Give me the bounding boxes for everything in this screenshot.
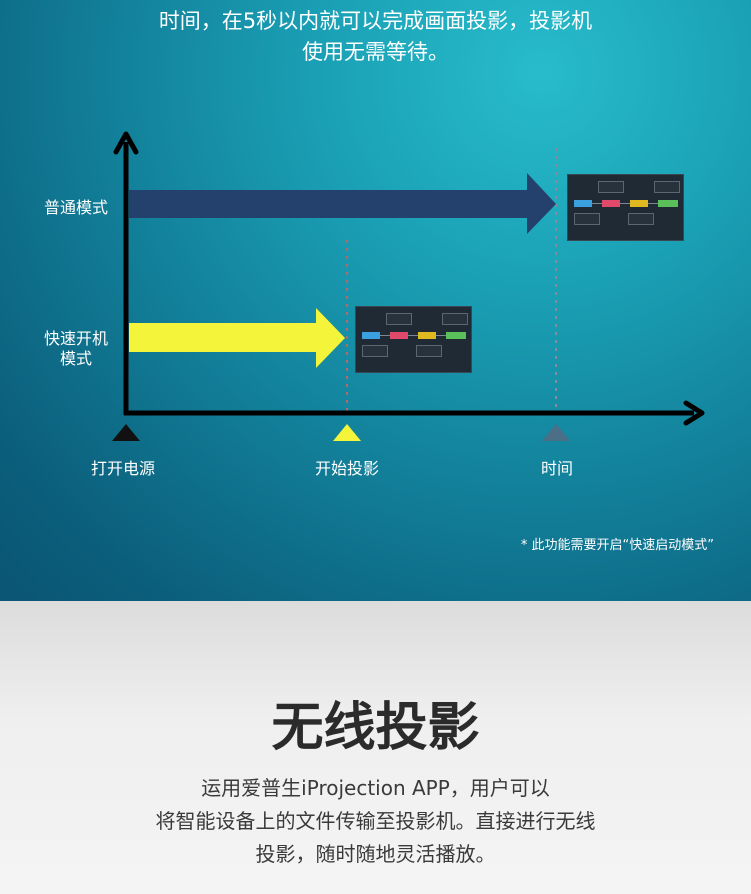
normal-mode-arrow bbox=[129, 173, 556, 234]
top-panel: 时间，在5秒以内就可以完成画面投影，投影机 使用无需等待。 普通模式 快速开机 … bbox=[0, 0, 751, 601]
projected-screen-thumbnail-normal bbox=[567, 174, 684, 241]
intro-line-1: 时间，在5秒以内就可以完成画面投影，投影机 bbox=[158, 9, 593, 33]
intro-line-2: 使用无需等待。 bbox=[302, 40, 449, 64]
desc-line-3: 投影，随时随地灵活播放。 bbox=[255, 842, 496, 866]
y-axis-arrowhead bbox=[113, 131, 139, 155]
label-time: 时间 bbox=[540, 459, 573, 478]
wireless-projection-section: 无线投影 运用爱普生iProjection APP，用户可以 将智能设备上的文件… bbox=[0, 601, 751, 894]
section-description: 运用爱普生iProjection APP，用户可以 将智能设备上的文件传输至投影… bbox=[0, 772, 751, 871]
timeline-diagram bbox=[112, 131, 705, 441]
desc-line-1: 运用爱普生iProjection APP，用户可以 bbox=[201, 776, 550, 800]
footnote: * 此功能需要开启“快速启动模式” bbox=[520, 538, 714, 553]
time-marker bbox=[542, 424, 570, 441]
power-on-marker bbox=[112, 424, 140, 441]
label-start-projection: 开始投影 bbox=[314, 459, 379, 478]
category-fast-mode-line-2: 模式 bbox=[59, 349, 92, 368]
section-title: 无线投影 bbox=[271, 698, 480, 758]
fast-mode-arrow bbox=[129, 308, 345, 368]
label-power-on: 打开电源 bbox=[90, 459, 155, 478]
desc-line-2: 将智能设备上的文件传输至投影机。直接进行无线 bbox=[155, 809, 596, 833]
category-fast-mode: 快速开机 模式 bbox=[30, 329, 122, 369]
category-fast-mode-line-1: 快速开机 bbox=[43, 329, 108, 348]
x-axis-arrowhead bbox=[683, 400, 705, 426]
start-projection-marker bbox=[333, 424, 361, 441]
category-normal-mode: 普通模式 bbox=[43, 198, 108, 217]
projected-screen-thumbnail-fast bbox=[355, 306, 472, 373]
intro-text: 时间，在5秒以内就可以完成画面投影，投影机 使用无需等待。 bbox=[0, 6, 751, 68]
